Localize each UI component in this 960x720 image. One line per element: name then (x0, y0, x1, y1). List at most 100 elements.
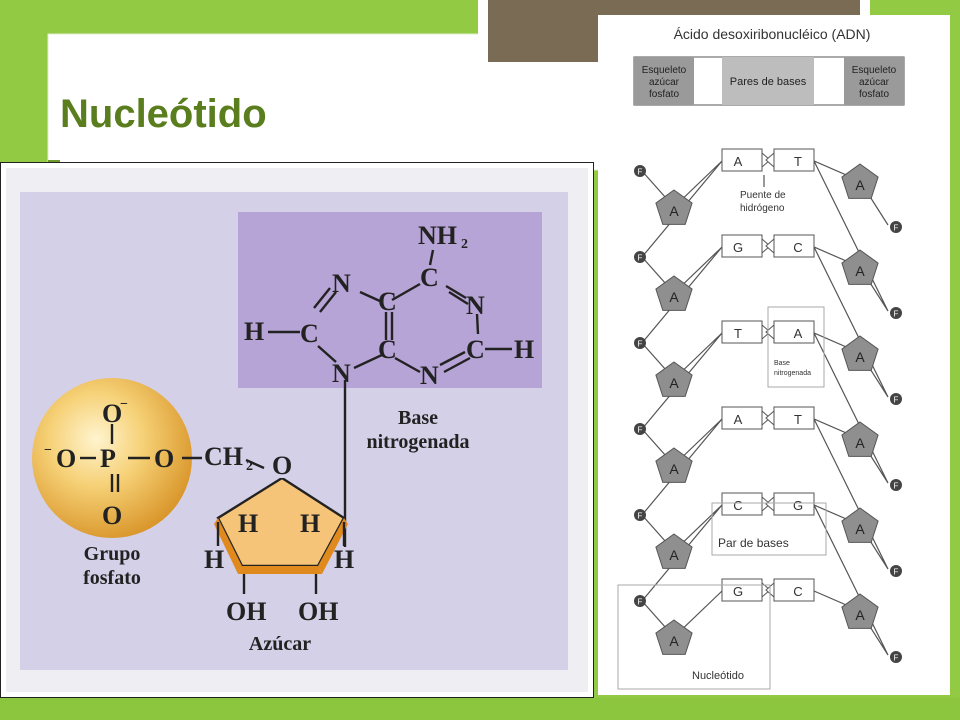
phosphate-label-right: F (894, 310, 899, 319)
label-base-line1: Base (398, 407, 438, 429)
atom-n-top: N (332, 269, 351, 298)
base-notch-right (765, 495, 775, 513)
sugar-label-right: A (855, 177, 865, 193)
atom-h-ring-2: H (300, 509, 320, 538)
phosphate-dot-right (890, 393, 902, 405)
header-left-line2: azúcar (649, 77, 680, 88)
annotation-hydrogen-bond-line1: Puente de (740, 190, 786, 201)
sugar-pentagon-right (841, 421, 879, 457)
sugar-label-left: A (669, 547, 679, 563)
annotation-base-line1: Base (774, 360, 790, 367)
sugar-pentagon-right (841, 249, 879, 285)
atom-h-ring-1: H (238, 509, 258, 538)
sugar-label-right: A (855, 349, 865, 365)
phosphate-dot-right (890, 479, 902, 491)
phosphate-label-left: F (638, 512, 643, 521)
atom-o-ring: O (272, 451, 292, 480)
atom-h-left: H (244, 317, 264, 346)
phosphate-label-right: F (894, 396, 899, 405)
slide-title: Nucleótido (60, 92, 267, 136)
atom-oh-1: OH (226, 597, 266, 626)
sugar-pentagon-right (841, 335, 879, 371)
nitrogenous-base-box (238, 212, 542, 388)
base-letter-left: T (734, 326, 742, 341)
nucleotide-structure-figure: NH 2 N C C N H C C C H N N Base nitrogen… (0, 162, 594, 698)
header-left-line1: Esqueleto (642, 65, 687, 76)
base-letter-left: G (733, 240, 743, 255)
atom-oh-2: OH (298, 597, 338, 626)
sugar-pentagon-left (655, 533, 693, 569)
sugar-pentagon-left (655, 275, 693, 311)
sugar-label-left: A (669, 203, 679, 219)
base-letter-left: A (734, 412, 743, 427)
atom-nh2: NH (418, 221, 457, 250)
base-box-left (721, 320, 763, 344)
sugar-label-right: A (855, 521, 865, 537)
sugar-label-right: A (855, 607, 865, 623)
phosphate-dot-right (890, 221, 902, 233)
sugar-pentagon-left (655, 361, 693, 397)
sugar-pentagon-right (841, 163, 879, 199)
phosphate-label-left: F (638, 598, 643, 607)
sugar-label-left: A (669, 375, 679, 391)
header-right-line3: fosfato (859, 89, 889, 100)
sugar-pentagon-left (655, 189, 693, 225)
header-middle: Pares de bases (730, 76, 807, 88)
phosphate-dot-right (890, 565, 902, 577)
charge-minus-left: − (44, 443, 52, 458)
base-letter-right: G (793, 498, 803, 513)
atom-o-link: O (154, 444, 174, 473)
phosphate-label-right: F (894, 568, 899, 577)
phosphate-dot-left (634, 165, 646, 177)
atom-c-mid: C (378, 287, 397, 316)
base-notch-right (765, 409, 775, 427)
base-letter-left: C (733, 498, 742, 513)
dna-figure-title: Ácido desoxiribonucléico (ADN) (674, 26, 871, 42)
sugar-pentagon-right (841, 593, 879, 629)
atom-ch2: CH (204, 442, 243, 471)
phosphate-dot-left (634, 509, 646, 521)
label-phosphate-line1: Grupo (84, 543, 141, 565)
atom-o-minus-left: O (56, 444, 76, 473)
sugar-label-left: A (669, 461, 679, 477)
sugar-label-right: A (855, 263, 865, 279)
annotation-base-pair: Par de bases (718, 536, 789, 550)
sugar-pentagon-right (841, 507, 879, 543)
annotation-nucleotide: Nucleótido (692, 670, 744, 682)
phosphate-label-right: F (894, 482, 899, 491)
atom-n-bottom-left: N (332, 359, 351, 388)
atom-o-bottom: O (102, 501, 122, 530)
sugar-pentagon-left (655, 619, 693, 655)
phosphate-label-left: F (638, 168, 643, 177)
charge-minus-top: − (120, 397, 128, 412)
base-letter-right: A (794, 326, 803, 341)
dna-structure-figure: Ácido desoxiribonucléico (ADN) Esqueleto… (598, 15, 950, 695)
base-letter-left: A (734, 154, 743, 169)
phosphate-label-right: F (894, 654, 899, 663)
atom-o-minus-top: O (102, 399, 122, 428)
phosphate-dot-left (634, 423, 646, 435)
atom-nh2-subscript: 2 (461, 237, 468, 252)
sugar-pentagon-left (655, 447, 693, 483)
label-sugar: Azúcar (249, 633, 311, 655)
base-notch-right (765, 237, 775, 255)
phosphate-dot-right (890, 307, 902, 319)
header-left-line3: fosfato (649, 89, 679, 100)
atom-c-low: C (378, 335, 397, 364)
annotation-hydrogen-bond-line2: hidrógeno (740, 203, 785, 214)
phosphate-dot-left (634, 595, 646, 607)
sugar-label-right: A (855, 435, 865, 451)
phosphate-dot-left (634, 337, 646, 349)
label-base-line2: nitrogenada (367, 431, 470, 453)
base-letter-right: T (794, 154, 802, 169)
header-right-line2: azúcar (859, 77, 890, 88)
header-right-line1: Esqueleto (852, 65, 897, 76)
phosphate-label-left: F (638, 254, 643, 263)
base-notch-right (765, 323, 775, 341)
atom-h-right: H (514, 335, 534, 364)
sugar-label-left: A (669, 289, 679, 305)
atom-n-bottom: N (420, 361, 439, 390)
base-letter-right: C (793, 240, 802, 255)
